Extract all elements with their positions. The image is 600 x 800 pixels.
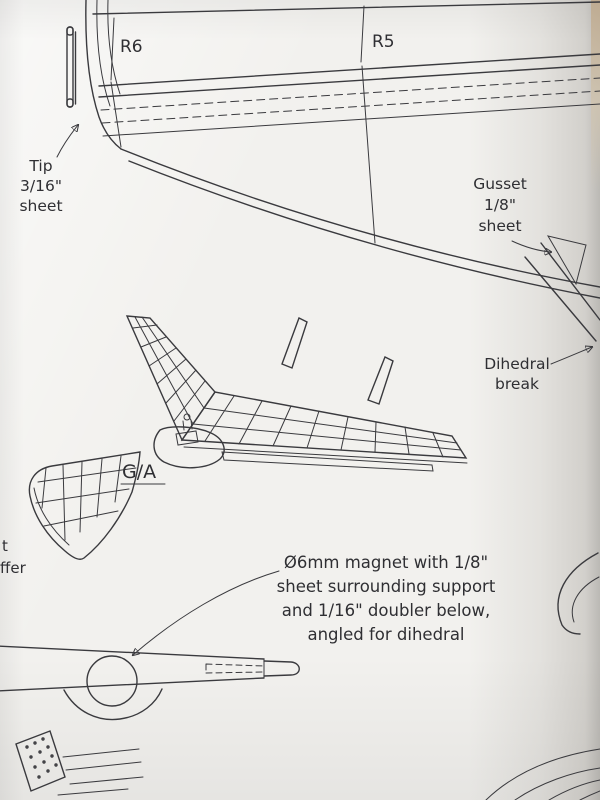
dihedral-label-line2: break (495, 375, 539, 393)
staple (66, 26, 77, 108)
tail-boom-3d (221, 451, 434, 472)
left-wing-panel-outline (125, 315, 216, 442)
edge-cut-text-line2: ffer (0, 559, 27, 577)
dihedral-label-arrow (550, 347, 592, 365)
left-wing-spar-grid (134, 316, 205, 425)
wing-plan-top-view (85, 0, 600, 342)
fragment-structure-lines (57, 748, 144, 796)
outer-fin-outline (367, 356, 394, 405)
rib-label-r6: R6 (120, 37, 143, 57)
magnet-pod-bump (63, 688, 163, 721)
boom-bottom-edge (0, 677, 265, 692)
detached-tip-panel-spars (35, 467, 137, 527)
nose-pod-magnet-detail (175, 419, 199, 446)
right-edge-fragments (485, 552, 600, 800)
gusset-label-arrow (511, 240, 551, 252)
boom-dowel-end (263, 660, 300, 677)
gusset-label-line3: sheet (478, 217, 521, 235)
trailing-edge-sheet-outer (120, 148, 600, 288)
balsa-cross-section (15, 730, 66, 792)
inner-fin-outline (281, 317, 308, 369)
wingtip-lamination-1 (96, 0, 111, 107)
aft-spar-line (102, 103, 600, 137)
magnet-circle (86, 655, 138, 707)
hidden-dowel-dashed (205, 663, 265, 674)
ga-wireframe-drawing (28, 315, 468, 560)
tow-hook-loop (183, 413, 191, 421)
magnet-note-line2: sheet surrounding support (277, 577, 496, 596)
right-wing-rib-grid (204, 395, 444, 458)
staple-top (66, 26, 74, 36)
tip-label-line3: sheet (19, 197, 62, 215)
hidden-spar-dashed-lines (100, 77, 600, 124)
magnet-note-line1: Ø6mm magnet with 1/8" (284, 553, 488, 572)
left-wing-rib-grid (132, 324, 206, 422)
rib-r6-line (110, 17, 122, 148)
corner-curves (485, 748, 600, 800)
nose-pod-outline (153, 426, 225, 469)
leading-edge-double-line (183, 446, 468, 464)
detached-tip-panel-ribs (41, 455, 122, 541)
staple-body (66, 26, 74, 108)
tip-label-line1: Tip (28, 157, 52, 175)
staple-bottom (66, 98, 74, 108)
wingtip-outline (85, 0, 122, 150)
gusset-outline (546, 235, 587, 286)
right-wing-spar-grid (192, 407, 462, 451)
tip-label-line2: 3/16" (20, 177, 62, 195)
boom-side-view (0, 645, 300, 721)
ga-label: G/A (122, 461, 156, 483)
gusset-label-line1: Gusset (473, 175, 527, 193)
right-fragment-outer-curve (557, 552, 599, 635)
tip-label-arrow (56, 125, 78, 158)
balsa-speckle-dots (25, 737, 58, 779)
rib-r5-line (360, 5, 376, 244)
dihedral-label-line1: Dihedral (484, 355, 550, 373)
spar-lines (98, 53, 600, 98)
right-fragment-inner-curve (571, 576, 600, 623)
trailing-edge-sheet-inner (128, 160, 600, 299)
wing-top-edge-line (92, 1, 600, 15)
edge-cut-text-line1: t (2, 537, 8, 555)
detached-tip-panel-outline (28, 451, 141, 560)
dihedral-break-lines (524, 242, 600, 342)
bottom-left-fragment (15, 730, 144, 796)
boom-top-edge (0, 645, 265, 660)
rib-label-r5: R5 (372, 32, 395, 52)
magnet-note-line4: angled for dihedral (307, 625, 464, 644)
page-edge (591, 0, 600, 190)
gusset-label-line2: 1/8" (484, 196, 516, 214)
magnet-note-arrow (133, 570, 280, 655)
detached-tip-panel-inner-curve (33, 487, 70, 546)
magnet-note-line3: and 1/16" doubler below, (282, 601, 490, 620)
